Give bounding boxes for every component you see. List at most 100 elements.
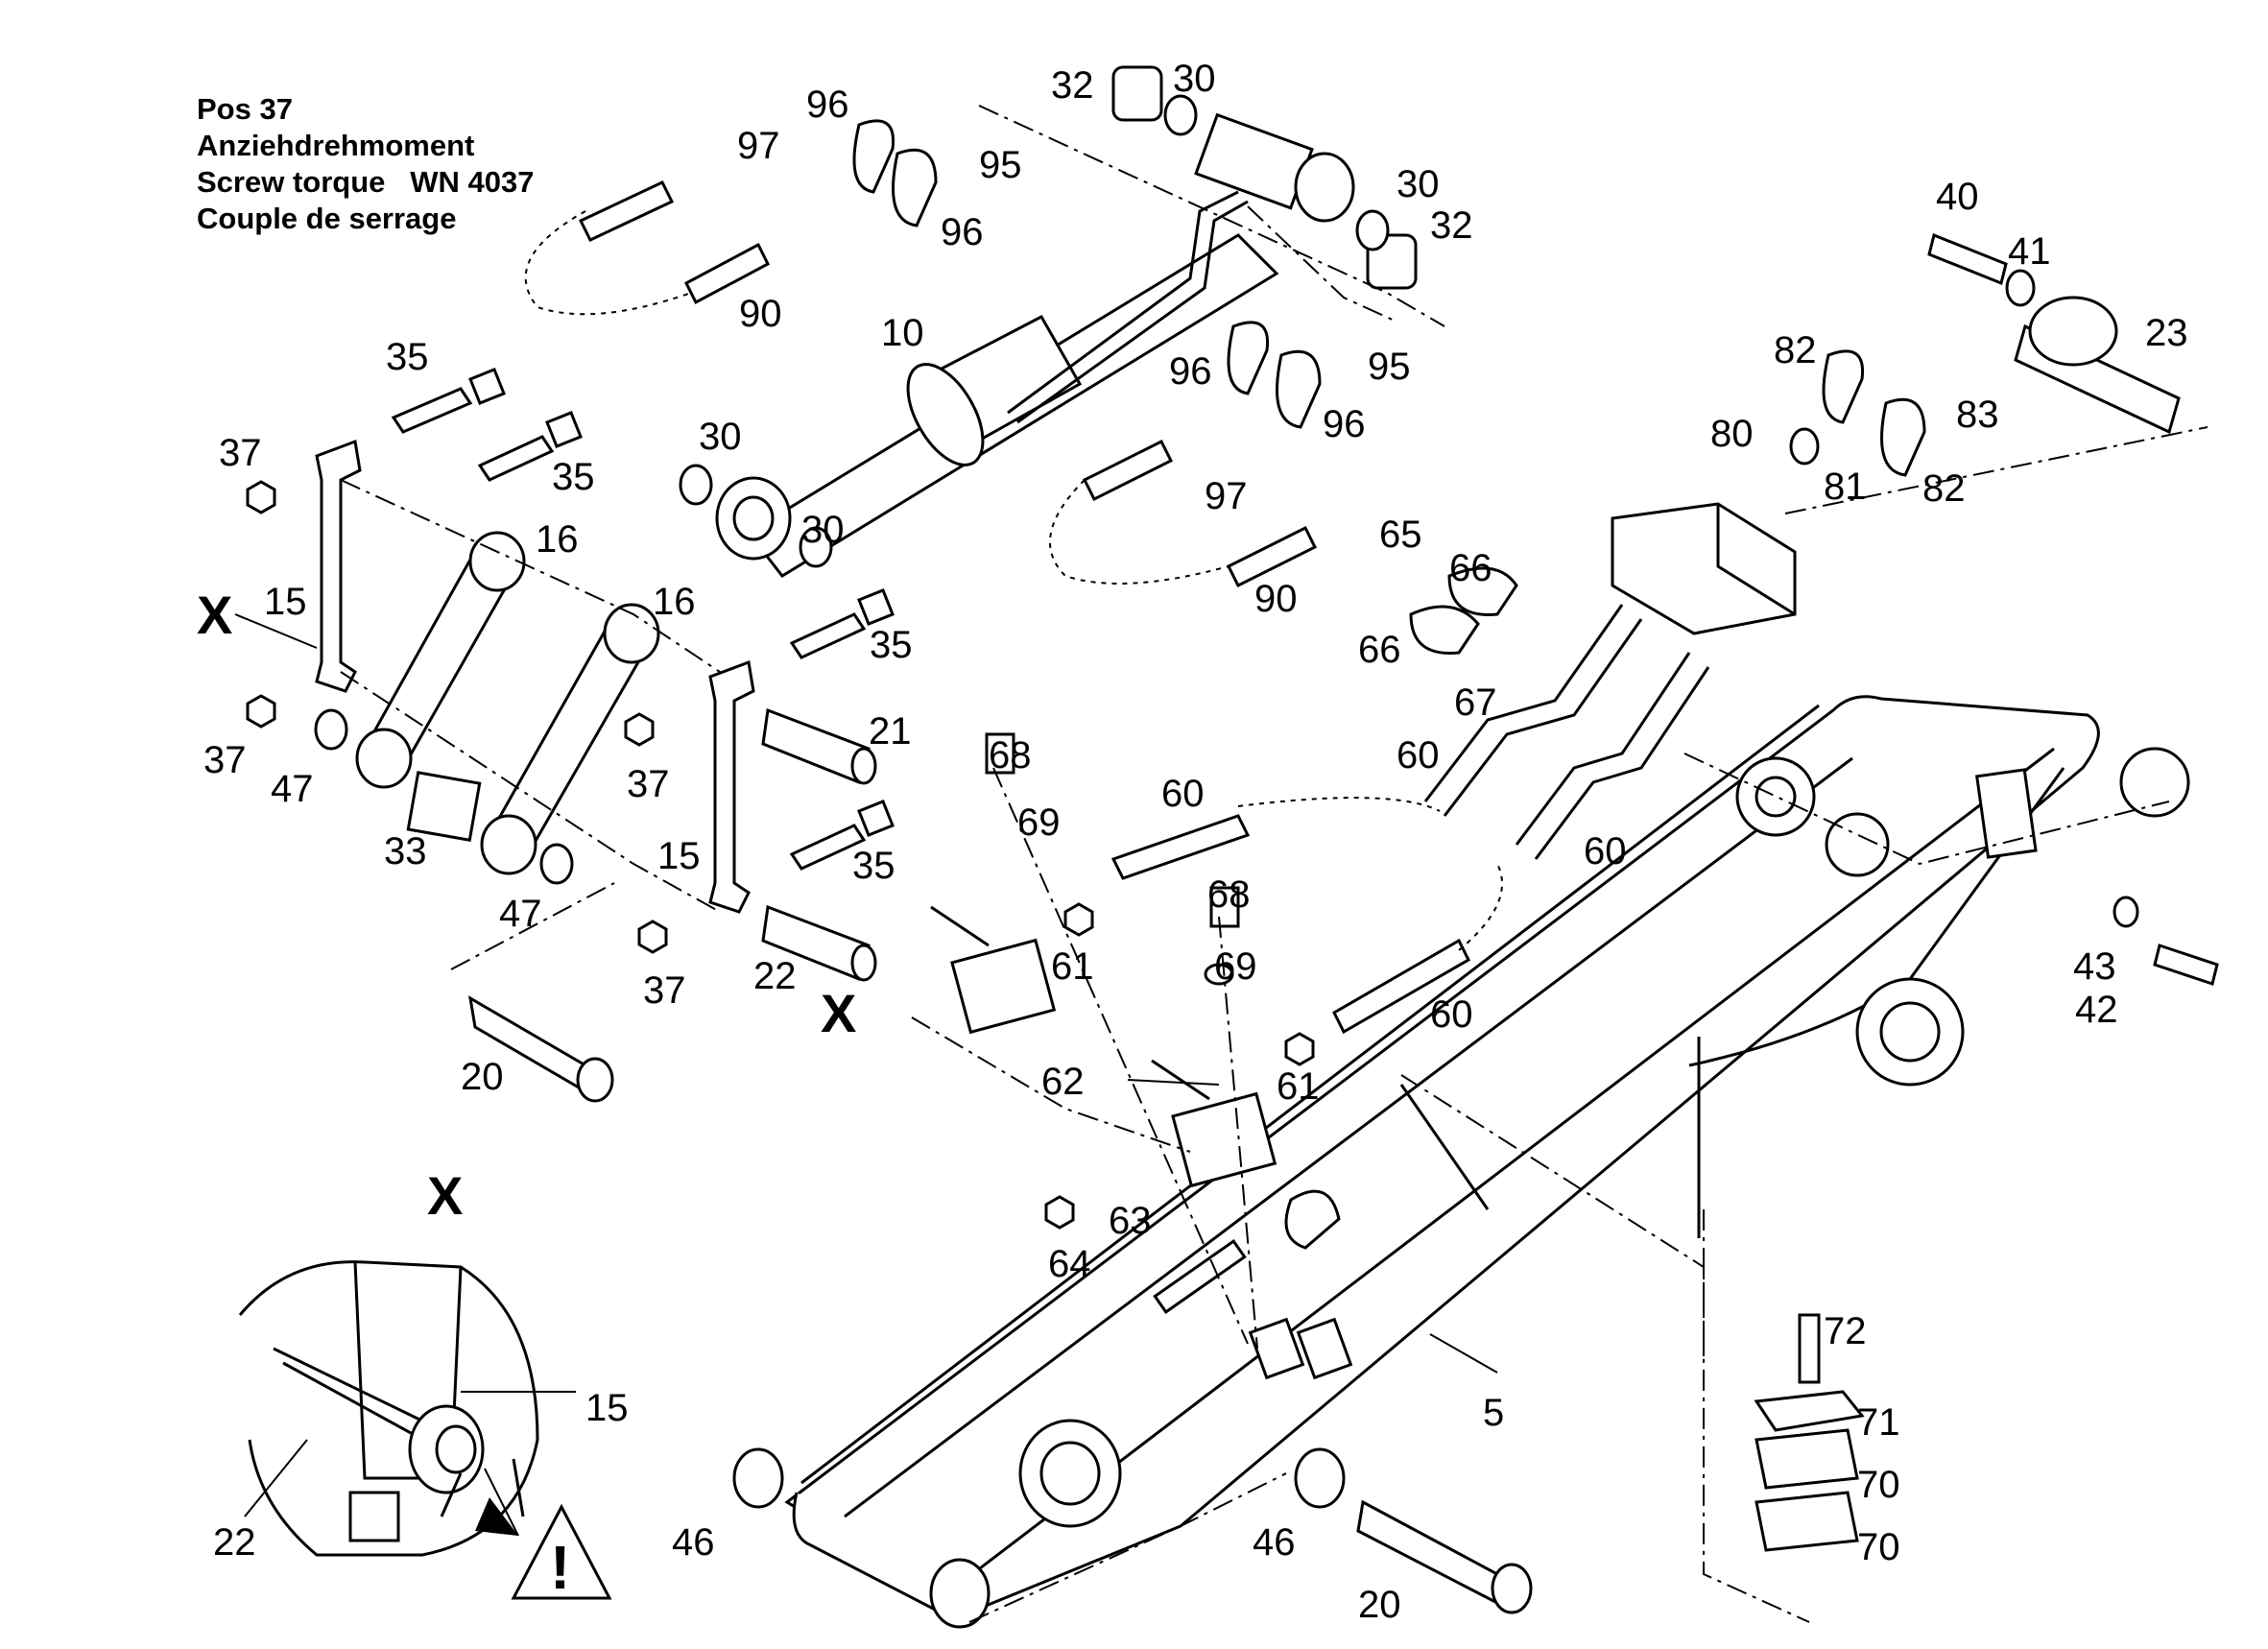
warning-icon: ! xyxy=(511,1503,612,1602)
part-label: 70 xyxy=(1857,1464,1900,1506)
part-label: 96 xyxy=(1323,403,1366,445)
part-label: 30 xyxy=(801,509,845,551)
hose-connection-lines xyxy=(524,210,1503,951)
part-label: 22 xyxy=(753,955,797,997)
part-label: 69 xyxy=(1017,801,1061,844)
part-label: 63 xyxy=(1109,1200,1152,1242)
pin-part-20-top xyxy=(467,995,614,1103)
boom-part-5 xyxy=(784,695,2190,1629)
part-label: 47 xyxy=(271,768,314,810)
part-label: 5 xyxy=(1483,1392,1504,1434)
warning-symbol: ! xyxy=(550,1533,570,1602)
pin-part-21 xyxy=(761,707,877,785)
bolts xyxy=(391,232,2219,1384)
cylinder-part-10 xyxy=(715,112,1355,578)
part-label: 71 xyxy=(1857,1401,1900,1444)
part-label: 70 xyxy=(1857,1526,1900,1568)
part-label: 21 xyxy=(869,710,912,753)
washers xyxy=(314,94,2139,1509)
part-label: 15 xyxy=(657,835,701,877)
fittings-part-90 xyxy=(578,180,1318,588)
part-label: 30 xyxy=(1173,58,1216,100)
spacer-part-33 xyxy=(406,771,482,843)
part-label: 90 xyxy=(1254,578,1298,620)
part-label: 97 xyxy=(737,125,780,167)
valve-part-62-b xyxy=(1151,1059,1277,1188)
part-label: 30 xyxy=(699,416,742,458)
valve-part-62-a xyxy=(930,905,1057,1035)
part-label: 96 xyxy=(806,84,849,126)
part-label: 35 xyxy=(552,456,595,498)
part-label: 83 xyxy=(1956,394,1999,436)
view-mark-x-detail: X xyxy=(427,1165,463,1226)
block-manifold xyxy=(1611,502,1797,635)
pin-part-23 xyxy=(2014,296,2181,435)
arrow-icon xyxy=(475,1497,518,1536)
torque-label-fr: Couple de serrage xyxy=(197,202,457,235)
detail-view-x xyxy=(238,1260,576,1557)
part-label: 64 xyxy=(1048,1243,1091,1285)
part-label: 72 xyxy=(1824,1310,1867,1352)
part-label: 60 xyxy=(1397,734,1440,777)
link-part-16-a xyxy=(355,531,526,789)
part-label: 60 xyxy=(1161,773,1205,815)
part-label: 35 xyxy=(386,336,429,378)
clamps xyxy=(852,119,1926,655)
pin-part-22 xyxy=(761,904,877,982)
nuts xyxy=(246,480,1315,1230)
part-label: 60 xyxy=(1430,993,1473,1036)
part-label: 23 xyxy=(2145,312,2188,354)
part-label: 22 xyxy=(213,1521,256,1564)
link-part-16-b xyxy=(480,603,660,875)
part-label: 37 xyxy=(643,969,686,1012)
part-label: 47 xyxy=(499,893,542,935)
part-label: 20 xyxy=(1358,1584,1401,1626)
part-label: 97 xyxy=(1205,475,1248,517)
pin-part-20-bottom xyxy=(1356,1499,1533,1614)
part-label: 37 xyxy=(627,763,670,805)
part-label: 15 xyxy=(585,1387,629,1429)
part-label: 42 xyxy=(2075,989,2118,1031)
part-label: 46 xyxy=(1253,1521,1296,1564)
part-label: 66 xyxy=(1449,547,1492,589)
part-label: 20 xyxy=(461,1056,504,1098)
part-label: 60 xyxy=(1584,830,1627,872)
part-label: 32 xyxy=(1430,204,1473,247)
position-label: Pos 37 xyxy=(197,92,293,126)
part-label: 69 xyxy=(1214,945,1257,988)
assembly-lines xyxy=(340,105,2208,1623)
part-label: 68 xyxy=(1207,873,1251,916)
hoses-part-60 xyxy=(1110,604,1710,1035)
part-label: 82 xyxy=(1922,467,1966,510)
bracket-part-15-b xyxy=(708,659,755,914)
bracket-part-15-a xyxy=(315,439,362,693)
part-label: 16 xyxy=(653,581,696,623)
part-label: 35 xyxy=(852,845,895,887)
part-label: 96 xyxy=(941,211,984,253)
part-label: 35 xyxy=(870,624,913,666)
part-label: 96 xyxy=(1169,350,1212,393)
part-label: 33 xyxy=(384,830,427,872)
part-label: 41 xyxy=(2008,230,2051,273)
view-mark-x-left: X xyxy=(197,585,232,645)
part-label: 61 xyxy=(1277,1065,1320,1108)
torque-label-en: Screw torque WN 4037 xyxy=(197,165,535,199)
clamp-assembly-70-72 xyxy=(1754,1390,1865,1552)
part-label: 66 xyxy=(1358,629,1401,671)
part-label: 68 xyxy=(989,734,1032,777)
part-label: 10 xyxy=(881,312,924,354)
part-label: 40 xyxy=(1936,176,1979,218)
spacer-part-32 xyxy=(1111,65,1418,290)
part-label: 90 xyxy=(739,293,782,335)
part-label: 80 xyxy=(1710,413,1754,455)
part-label: 43 xyxy=(2073,945,2116,988)
leader-lines xyxy=(234,613,1498,1374)
torque-label-de: Anziehdrehmoment xyxy=(197,129,475,162)
part-label: 82 xyxy=(1774,329,1817,371)
part-label: 16 xyxy=(536,518,579,561)
part-label: 46 xyxy=(672,1521,715,1564)
part-label: 65 xyxy=(1379,514,1422,556)
part-label: 30 xyxy=(1397,163,1440,205)
part-label: 32 xyxy=(1051,64,1094,107)
